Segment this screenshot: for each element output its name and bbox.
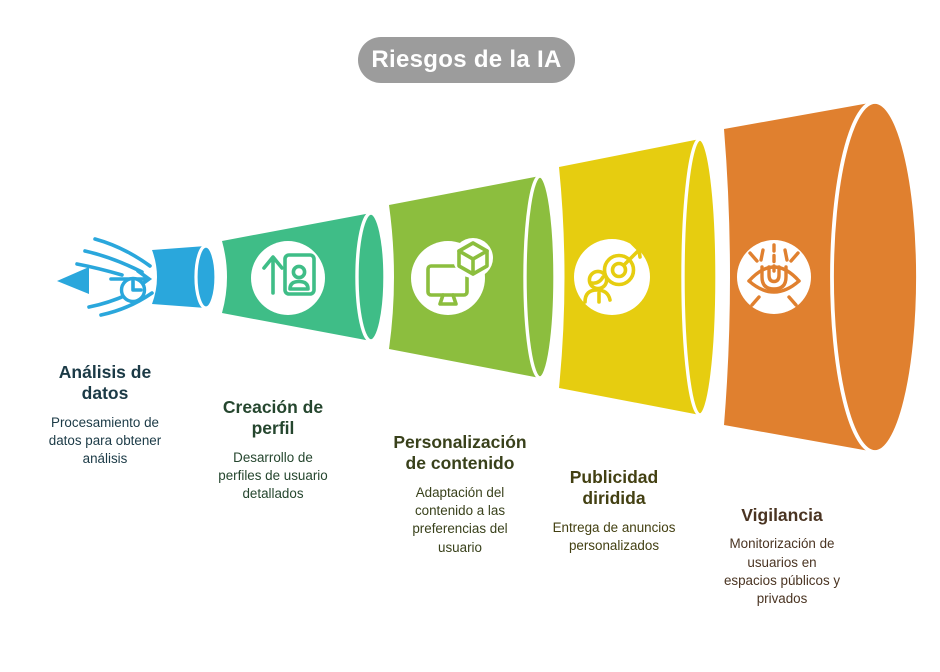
stage-label-vigilancia: Vigilancia Monitorización de usuarios en… — [700, 505, 864, 609]
eye-top-ticks — [759, 248, 789, 262]
stage-description: Procesamiento de datos para obtener anál… — [48, 414, 162, 467]
person-face-line — [590, 275, 605, 285]
eye-lower-lid — [747, 279, 801, 294]
diagram-title: Riesgos de la IA — [371, 46, 562, 73]
stage-title: Publicidad diridida — [569, 467, 659, 509]
monitor-cube-icon — [426, 238, 493, 306]
monitor-stand — [438, 293, 458, 306]
funnel-segment-2-rim — [355, 211, 387, 343]
iris-arc-outer — [760, 265, 788, 291]
stage-description: Desarrollo de perfiles de usuario detall… — [218, 449, 328, 502]
funnel-segment-3-rim — [523, 174, 557, 380]
flow-line — [93, 237, 152, 268]
funnel-tip-triangle — [57, 267, 89, 294]
stage-description: Monitorización de usuarios en espacios p… — [723, 536, 841, 607]
arrow-up — [262, 255, 284, 295]
profile-upload-icon — [262, 253, 316, 296]
target-inner-ring — [610, 261, 628, 279]
profile-card — [283, 253, 316, 296]
stage-label-analisis-de-datos: Análisis de datos Procesamiento de datos… — [25, 362, 185, 469]
dart-arrow — [623, 241, 648, 266]
stage-title: Análisis de datos — [58, 362, 152, 404]
cube-sides — [457, 249, 489, 276]
person-body — [583, 288, 612, 304]
stage-label-personalizacion: Personalización de contenido Adaptación … — [378, 432, 542, 557]
person-head — [291, 264, 307, 280]
person-shoulders — [288, 279, 310, 291]
funnel-segment-5-rim — [830, 100, 920, 454]
stage-description: Entrega de anuncios personalizados — [552, 519, 676, 554]
funnel-segment-1-rim — [194, 244, 218, 310]
stage-title: Creación de perfil — [222, 397, 324, 439]
flow-line — [75, 262, 124, 277]
data-flow-clock-icon — [75, 237, 154, 317]
person-head — [587, 269, 609, 291]
surveillance-eye-icon — [747, 243, 801, 307]
audience-target-icon — [583, 241, 648, 304]
monitor-screen — [426, 264, 469, 297]
flow-line — [99, 291, 154, 317]
eye-lashes — [748, 251, 800, 307]
stage-description: Adaptación del contenido a las preferenc… — [412, 484, 508, 555]
target-outer-ring — [602, 253, 636, 287]
stage-title: Vigilancia — [741, 505, 823, 525]
clock-hands — [131, 279, 143, 292]
stage-label-creacion-de-perfil: Creación de perfil Desarrollo de perfile… — [193, 397, 353, 504]
diagram-title-pill: Riesgos de la IA — [358, 37, 575, 83]
funnel-segment-4-rim — [681, 137, 719, 417]
stage-title: Personalización de contenido — [393, 432, 527, 474]
stage-label-publicidad: Publicidad diridida Entrega de anuncios … — [532, 467, 696, 555]
iris-arc-inner — [767, 265, 781, 284]
